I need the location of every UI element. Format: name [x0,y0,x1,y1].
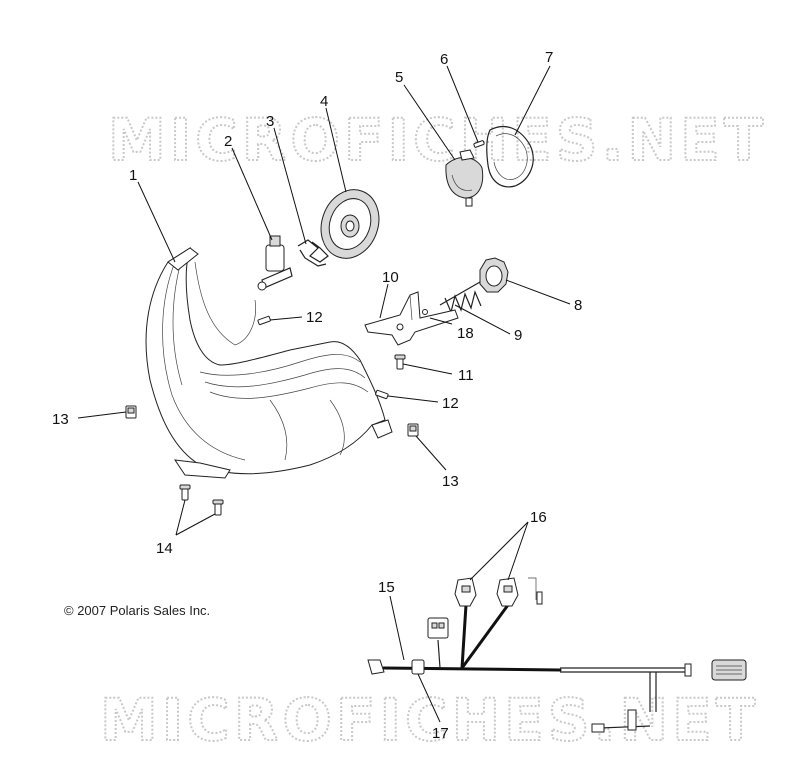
callout-12a: 12 [306,309,323,326]
callout-13b: 13 [442,473,459,490]
callout-15: 15 [378,579,395,596]
callout-1: 1 [129,167,137,184]
callout-16: 16 [530,509,547,526]
clip-13b [407,423,419,437]
callout-18: 18 [457,325,474,342]
callout-17: 17 [432,725,449,742]
mounting-bracket [364,291,459,346]
screw-14a [179,484,191,501]
callout-10: 10 [382,269,399,286]
callout-13a: 13 [52,411,69,428]
copyright-notice: © 2007 Polaris Sales Inc. [64,603,210,618]
callout-7: 7 [545,49,553,66]
spring-clip [297,239,329,267]
callout-5: 5 [395,69,403,86]
callout-9: 9 [514,327,522,344]
callout-6: 6 [440,51,448,68]
reflector-cover [320,189,380,259]
leader-lines [77,65,571,723]
gasket [486,125,534,188]
callout-3: 3 [266,113,274,130]
screw-12a [257,315,271,326]
watermark-bottom: MICROFICHES.NET [100,686,759,754]
screw-14b [212,499,224,516]
pin [473,140,485,148]
callout-12b: 12 [442,395,459,412]
screw-12b [375,389,389,400]
adjuster-spring [439,281,482,314]
screw-11 [394,354,406,370]
watermark-top: MICROFICHES.NET [108,106,767,174]
headlight-housing [145,246,393,479]
callout-2: 2 [224,133,232,150]
callout-14: 14 [156,540,173,557]
bulb [257,235,293,291]
callout-11: 11 [458,367,474,384]
adjuster-knob [479,257,509,293]
clip-13a [125,405,137,419]
callout-8: 8 [574,297,582,314]
callout-4: 4 [320,93,328,110]
lamp-housing [445,149,484,207]
wiring-harness [367,577,747,733]
